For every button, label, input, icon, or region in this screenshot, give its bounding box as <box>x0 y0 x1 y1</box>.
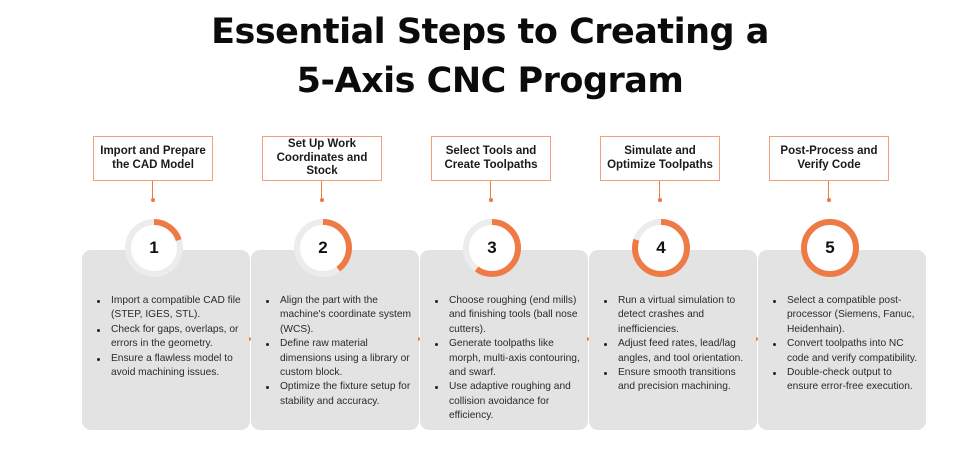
step-card <box>420 250 588 430</box>
bullet-item: Import a compatible CAD file (STEP, IGES… <box>94 294 246 323</box>
step-card <box>82 250 250 430</box>
step-number: 3 <box>487 238 497 257</box>
bullet-item: Generate toolpaths like morph, multi-axi… <box>432 337 584 380</box>
bullet-item: Align the part with the machine's coordi… <box>263 294 415 337</box>
bullet-item: Ensure smooth transitions and precision … <box>601 366 753 395</box>
step-bullets: Select a compatible post-processor (Siem… <box>770 294 922 395</box>
connector-line <box>321 181 323 199</box>
connector-dot <box>151 198 155 202</box>
progress-ring-icon <box>799 217 861 279</box>
step-bullets: Import a compatible CAD file (STEP, IGES… <box>94 294 246 380</box>
step-heading: Simulate and Optimize Toolpaths <box>607 145 713 171</box>
step-heading: Import and Prepare the CAD Model <box>100 145 206 171</box>
connector-dot <box>658 198 662 202</box>
step-bullets: Align the part with the machine's coordi… <box>263 294 415 409</box>
bullet-item: Select a compatible post-processor (Siem… <box>770 294 922 337</box>
progress-ring-icon <box>630 217 692 279</box>
step-heading-box: Simulate and Optimize Toolpaths <box>600 136 720 181</box>
connector-dot <box>827 198 831 202</box>
step-4: Simulate and Optimize Toolpaths 4 Run a … <box>589 0 757 463</box>
step-bullets: Run a virtual simulation to detect crash… <box>601 294 753 395</box>
progress-ring-icon <box>461 217 523 279</box>
connector-line <box>490 181 492 199</box>
progress-ring-icon <box>292 217 354 279</box>
connector-line <box>152 181 154 199</box>
bullet-item: Choose roughing (end mills) and finishin… <box>432 294 584 337</box>
step-heading: Post-Process and Verify Code <box>780 145 878 171</box>
connector-dot <box>489 198 493 202</box>
page-title: Essential Steps to Creating a 5-Axis CNC… <box>0 8 980 106</box>
step-heading-box: Set Up Work Coordinates and Stock <box>262 136 382 181</box>
progress-ring-icon <box>123 217 185 279</box>
step-card <box>758 250 926 430</box>
step-heading-box: Select Tools and Create Toolpaths <box>431 136 551 181</box>
step-1: Import and Prepare the CAD Model 1 Impor… <box>82 0 250 463</box>
step-number: 4 <box>656 238 666 257</box>
title-line-2: 5-Axis CNC Program <box>296 61 684 101</box>
step-card <box>589 250 757 430</box>
bullet-item: Adjust feed rates, lead/lag angles, and … <box>601 337 753 366</box>
bullet-item: Run a virtual simulation to detect crash… <box>601 294 753 337</box>
step-heading: Set Up Work Coordinates and Stock <box>276 138 368 178</box>
step-5: Post-Process and Verify Code 5 Select a … <box>758 0 926 463</box>
step-number: 2 <box>318 238 328 257</box>
step-heading-box: Post-Process and Verify Code <box>769 136 889 181</box>
bullet-item: Convert toolpaths into NC code and verif… <box>770 337 922 366</box>
title-line-1: Essential Steps to Creating a <box>211 12 769 52</box>
bullet-item: Check for gaps, overlaps, or errors in t… <box>94 323 246 352</box>
step-number: 5 <box>825 238 835 257</box>
bullet-item: Optimize the fixture setup for stability… <box>263 380 415 409</box>
bullet-item: Define raw material dimensions using a l… <box>263 337 415 380</box>
connector-dot <box>320 198 324 202</box>
step-2: Set Up Work Coordinates and Stock 2 Alig… <box>251 0 419 463</box>
bullet-item: Ensure a flawless model to avoid machini… <box>94 352 246 381</box>
step-heading-box: Import and Prepare the CAD Model <box>93 136 213 181</box>
step-number: 1 <box>149 238 159 257</box>
step-bullets: Choose roughing (end mills) and finishin… <box>432 294 584 424</box>
step-card <box>251 250 419 430</box>
bullet-item: Use adaptive roughing and collision avoi… <box>432 380 584 423</box>
bullet-item: Double-check output to ensure error-free… <box>770 366 922 395</box>
step-heading: Select Tools and Create Toolpaths <box>444 145 538 171</box>
connector-line <box>659 181 661 199</box>
step-3: Select Tools and Create Toolpaths 3 Choo… <box>420 0 588 463</box>
connector-line <box>828 181 830 199</box>
